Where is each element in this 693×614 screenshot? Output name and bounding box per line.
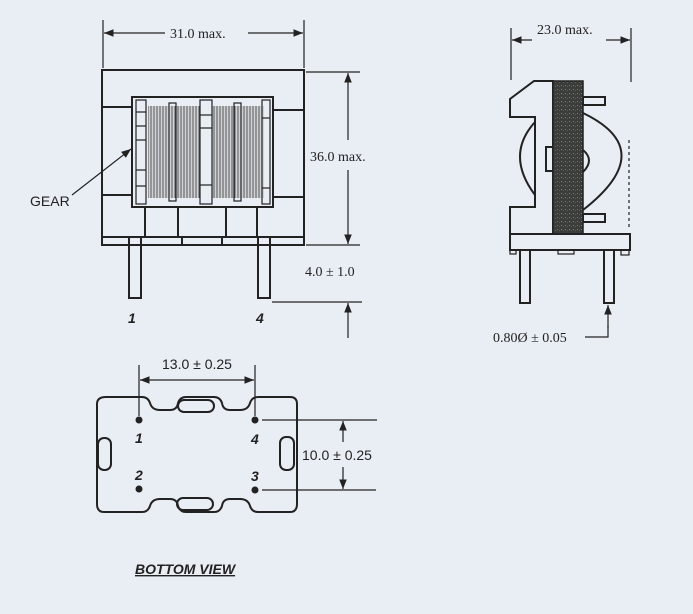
gear-arrow: [71, 148, 132, 196]
bottom-pin-label-3: 3: [251, 468, 259, 484]
ferrite-core: [552, 80, 584, 235]
pin-label-1: 1: [128, 310, 136, 326]
bottom-pin-label-4: 4: [250, 431, 259, 447]
depth-dimension: 23.0 max.: [537, 23, 593, 38]
side-view: 23.0 max. 0.80Ø ± 0.05: [493, 23, 632, 346]
coil-winding-right: [212, 106, 264, 198]
pin-label-4: 4: [255, 310, 264, 326]
pin-length-dimension: 4.0 ± 1.0: [305, 265, 355, 280]
bottom-view-title: BOTTOM VIEW: [135, 561, 237, 577]
bottom-view: 1 2 3 4 13.0 ± 0.25 10.0 ± 0.25 BOTTOM V…: [96, 356, 377, 577]
coil-winding-left: [148, 106, 200, 198]
pin-spacing-y-dimension: 10.0 ± 0.25: [302, 447, 372, 463]
bottom-pin-label-2: 2: [134, 467, 143, 483]
coil-frame: [131, 96, 274, 208]
center-tab: [181, 236, 223, 246]
gear-label: GEAR: [30, 193, 70, 209]
width-dimension: 31.0 max.: [170, 27, 226, 42]
pin-4: [257, 236, 271, 299]
pin-diameter-dimension: 0.80Ø ± 0.05: [493, 331, 567, 346]
height-dimension: 36.0 max.: [310, 150, 366, 165]
pin-1: [128, 236, 142, 299]
pin-spacing-x-dimension: 13.0 ± 0.25: [162, 356, 232, 372]
bottom-outline: [96, 396, 298, 513]
side-pin-right: [603, 249, 615, 304]
side-pin-left: [519, 249, 531, 304]
bottom-pin-label-1: 1: [135, 430, 143, 446]
front-view: 1 4 31.0 max. 36.0 max. 4.0 ± 1.0 GEAR: [30, 20, 366, 338]
